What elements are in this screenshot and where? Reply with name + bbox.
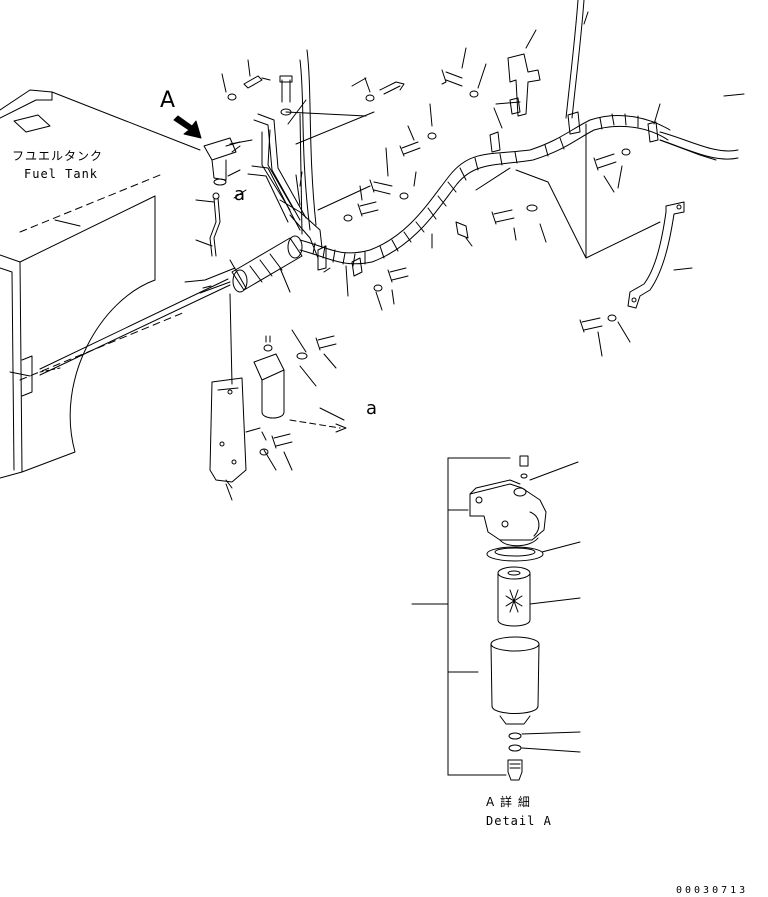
marker-a-label-2: a xyxy=(366,398,378,419)
fuel-tank-label-jp: フユエルタンク xyxy=(12,149,104,163)
harness-coil xyxy=(299,111,739,277)
bolt-washer-set xyxy=(227,69,631,456)
view-a-label: A xyxy=(160,88,176,113)
leader-lines xyxy=(195,11,745,501)
inline-strainer xyxy=(229,235,303,293)
marker-a-lines xyxy=(233,189,347,433)
detail-a-view xyxy=(411,455,581,781)
fuel-filter-top xyxy=(203,137,253,186)
filter-pipes xyxy=(247,49,323,259)
mounting-brackets xyxy=(495,53,685,309)
detail-a-label-jp: A 詳 細 xyxy=(486,795,531,809)
lower-filter-assembly xyxy=(209,293,285,489)
return-pipe xyxy=(565,0,717,161)
drain-hose xyxy=(209,192,221,257)
view-arrow xyxy=(173,115,202,139)
marker-a-label-1: a xyxy=(234,184,246,205)
fuel-tank-label-en: Fuel Tank xyxy=(24,167,99,181)
fuel-supply-line xyxy=(39,267,236,376)
drawing-code: 00030713 xyxy=(676,885,749,896)
fuel-tank-outline xyxy=(0,89,201,479)
detail-a-label-en: Detail A xyxy=(486,814,552,828)
